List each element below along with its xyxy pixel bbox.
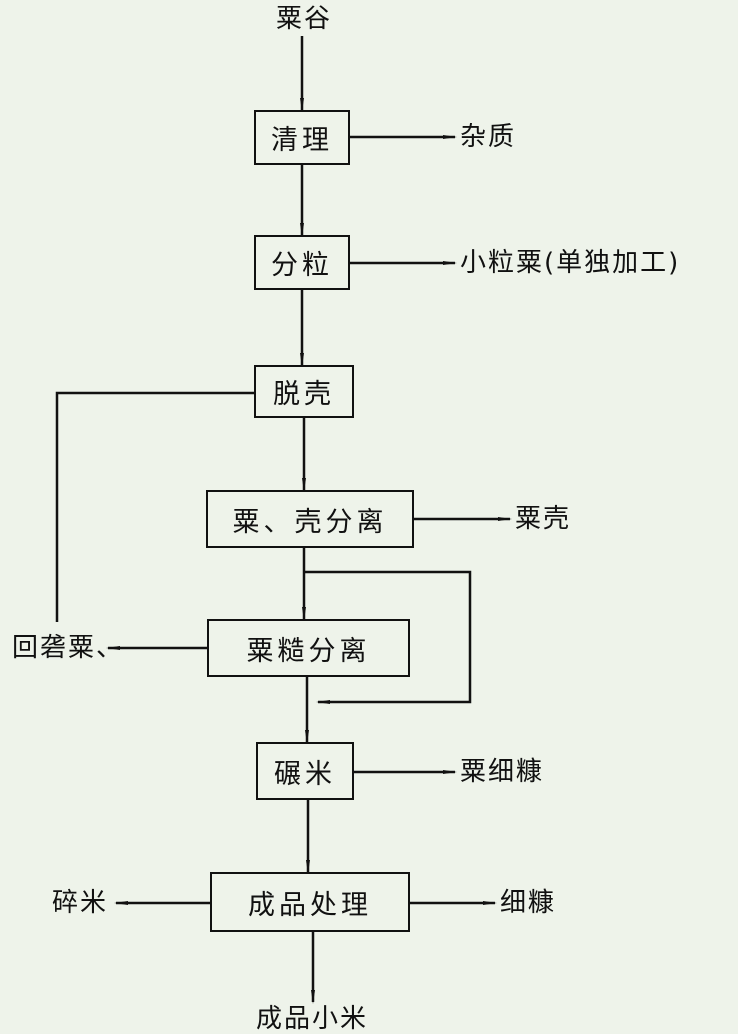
step-cleaning: 清理 [254, 110, 350, 165]
step-hulling: 脱壳 [254, 365, 354, 418]
output-husk: 粟壳 [515, 504, 572, 534]
output-fine-bran-millet: 粟细糠 [460, 757, 545, 787]
output-fine-bran: 细糠 [500, 888, 557, 918]
output-small-grain: 小粒粟(单独加工) [460, 248, 681, 278]
return-loop-line [55, 391, 254, 622]
step-grading: 分粒 [254, 235, 350, 290]
output-return-paddy: 回砻粟、 [12, 633, 125, 663]
output-final-product: 成品小米 [256, 1004, 369, 1034]
step-paddy-separation: 粟糙分离 [207, 619, 410, 677]
step-milling: 碾米 [256, 742, 354, 800]
bypass-loop-line [304, 570, 472, 704]
step-finishing: 成品处理 [210, 872, 410, 932]
step-husk-separation: 粟、壳分离 [206, 490, 414, 548]
input-label: 粟谷 [276, 4, 333, 34]
output-impurities: 杂质 [460, 122, 517, 152]
output-broken-rice: 碎米 [52, 888, 109, 918]
